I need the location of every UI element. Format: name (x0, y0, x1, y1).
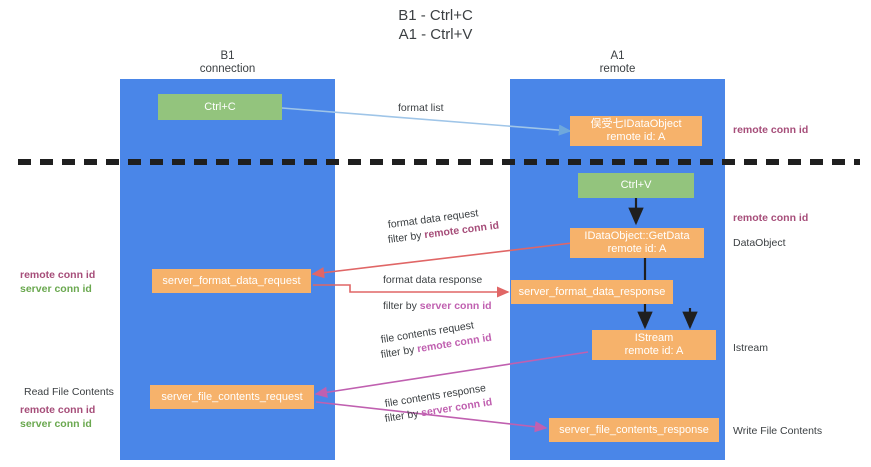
annotation-left-server-conn-id-mid: server conn id (20, 283, 92, 295)
edge-label-fdresp-line2: filter by server conn id (383, 300, 492, 313)
node-idataobject-sublabel: remote id: A (606, 131, 666, 143)
edge-label-fdreq-prefix: filter by (387, 229, 426, 246)
annotation-left-remote-conn-id-mid: remote conn id (20, 269, 96, 281)
edge-label-fdresp-highlight: server conn id (419, 300, 492, 312)
node-server-file-contents-response[interactable]: server_file_contents_response (549, 418, 719, 442)
annotation-dataobject: DataObject (733, 237, 786, 249)
annotation-remote-conn-id-mid: remote conn id (733, 212, 809, 224)
node-getdata-label: IDataObject::GetData (584, 230, 690, 242)
node-file-req-label: server_file_contents_request (161, 390, 303, 403)
node-istream-label: IStream (634, 332, 674, 344)
node-idataobject-label: 俣受七IDataObject (590, 118, 682, 130)
edge-label-fdresp-line1: format data response (383, 274, 483, 286)
title-line-2: A1 - Ctrl+V (398, 26, 473, 43)
node-ctrl-v[interactable]: Ctrl+V (578, 173, 694, 198)
node-idataobject-getdata[interactable]: IDataObject::GetData remote id: A (570, 228, 704, 258)
edge-label-format-list-text: format list (398, 102, 444, 114)
annotation-write-file-contents: Write File Contents (733, 425, 823, 437)
annotation-read-file-contents: Read File Contents (24, 386, 114, 398)
edge-label-file-contents-request: file contents request filter by remote c… (380, 319, 493, 362)
lane-header-a1: A1 remote (510, 50, 725, 76)
node-file-resp-label: server_file_contents_response (559, 423, 709, 436)
title-line-1: B1 - Ctrl+C (398, 7, 473, 24)
edge-label-format-data-request: format data request filter by remote con… (387, 207, 500, 247)
annotation-left-conn-ids-mid: remote conn id server conn id (20, 268, 95, 296)
node-getdata-sublabel: remote id: A (607, 243, 667, 255)
node-server-file-contents-request[interactable]: server_file_contents_request (150, 385, 314, 409)
page-title: B1 - Ctrl+C A1 - Ctrl+V (0, 6, 871, 44)
annotation-left-remote-conn-id-bottom: remote conn id (20, 404, 96, 416)
node-istream[interactable]: IStream remote id: A (592, 330, 716, 360)
annotation-istream: Istream (733, 342, 769, 354)
lane-header-a1-line2: remote (599, 63, 636, 75)
edge-label-format-list: format list (398, 102, 444, 115)
arrow-format-data-request (311, 242, 573, 279)
node-ctrl-v-label: Ctrl+V (620, 179, 652, 191)
edge-label-file-contents-response: file contents response filter by server … (384, 382, 494, 426)
annotation-left-server-conn-id-bottom: server conn id (20, 418, 92, 430)
lane-header-b1: B1 connection (120, 50, 335, 76)
edge-label-format-data-response: format data response filter by server co… (383, 274, 492, 313)
node-idataobject[interactable]: 俣受七IDataObject remote id: A (570, 116, 702, 146)
node-fmt-resp-label: server_format_data_response (518, 285, 666, 298)
lane-header-b1-line2: connection (199, 63, 256, 75)
node-ctrl-c[interactable]: Ctrl+C (158, 94, 282, 120)
node-ctrl-c-label: Ctrl+C (204, 100, 236, 113)
node-server-format-data-request[interactable]: server_format_data_request (152, 269, 311, 293)
annotation-left-conn-ids-bottom: remote conn id server conn id (20, 403, 95, 431)
lane-header-a1-line1: A1 (610, 50, 625, 62)
node-server-format-data-response[interactable]: server_format_data_response (511, 280, 673, 304)
annotation-left-read-file-group: Read File Contents (24, 385, 114, 399)
lane-header-b1-line1: B1 (220, 50, 235, 62)
node-istream-sublabel: remote id: A (624, 345, 684, 357)
annotation-remote-conn-id-top: remote conn id (733, 124, 809, 136)
edge-label-fdresp-prefix: filter by (383, 300, 420, 312)
node-fmt-req-label: server_format_data_request (162, 274, 301, 287)
